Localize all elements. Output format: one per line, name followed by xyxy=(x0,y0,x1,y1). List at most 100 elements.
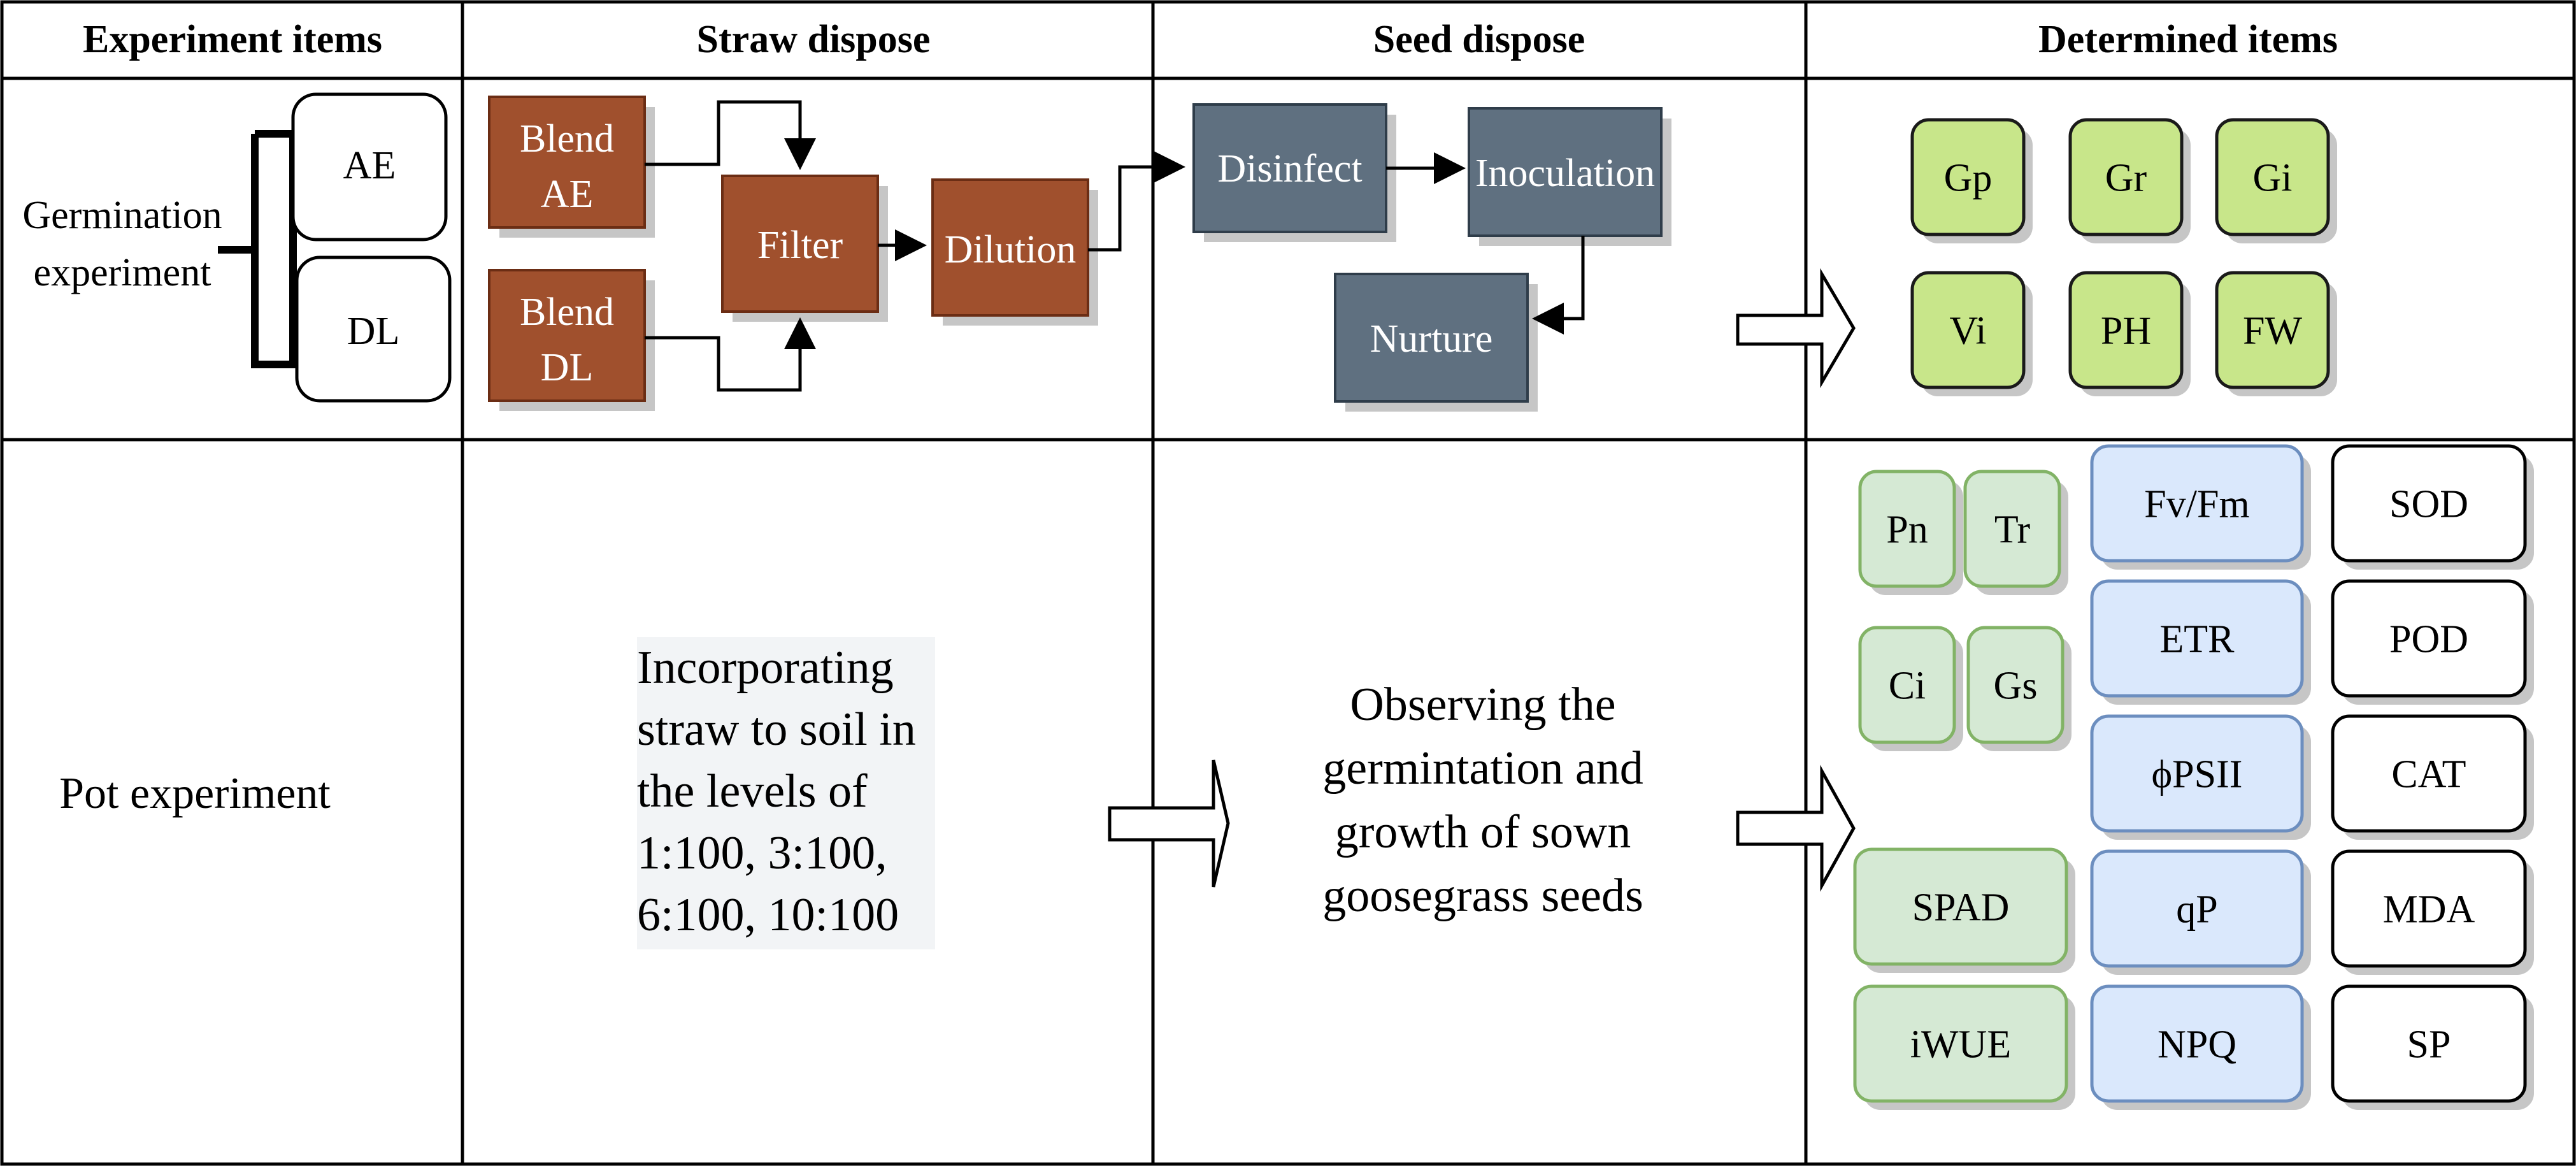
filter-label: Filter xyxy=(757,224,843,267)
germination-item-fw: FW xyxy=(2215,271,2337,396)
germination-results-arrow xyxy=(1736,268,1856,389)
pot-experiment-label: Pot experiment xyxy=(59,769,331,818)
header-straw-dispose: Straw dispose xyxy=(697,18,931,61)
seed-flow-arrows xyxy=(1386,152,1585,335)
item-label: Gp xyxy=(1944,157,1993,200)
item-label: Gs xyxy=(1994,665,2038,708)
blend-dl-line1: Blend xyxy=(520,291,614,334)
item-box xyxy=(2090,849,2304,968)
gas-exchange-item-gs: Gs xyxy=(1966,626,2072,751)
blend-ae-line1: Blend xyxy=(520,117,614,161)
gas-exchange-item-ci: Ci xyxy=(1858,626,1963,751)
header-seed-dispose: Seed dispose xyxy=(1373,18,1585,61)
germination-experiment-cell: Germination experiment AE DL xyxy=(22,92,452,403)
item-box xyxy=(2331,714,2527,833)
seed-text-line: growth of sown xyxy=(1335,806,1631,858)
straw-text-line: straw to soil in xyxy=(637,703,916,756)
straw-text-line: 1:100, 3:100, xyxy=(637,827,887,879)
item-label: Ci xyxy=(1889,665,1926,708)
gas-exchange-item-pn: Pn xyxy=(1858,470,1963,595)
germination-item-gp: Gp xyxy=(1910,118,2033,243)
item-label: Tr xyxy=(1994,508,2031,552)
item-box xyxy=(2090,579,2304,698)
item-box xyxy=(2331,984,2527,1103)
enzyme-item-mda: MDA xyxy=(2331,849,2534,975)
item-label: SP xyxy=(2407,1023,2451,1067)
fluorescence-item-etr: ETR xyxy=(2090,579,2311,705)
pot-seed-text: Observing the germintation and growth of s… xyxy=(1322,679,1643,922)
item-box xyxy=(1858,626,1956,744)
straw-dispose-flow: Blend AE Blend DL Filter Dilution xyxy=(488,96,1185,411)
enzyme-item-sp: SP xyxy=(2331,984,2534,1110)
green-item-spad: SPAD xyxy=(1853,847,2075,973)
header-row: Experiment items Straw dispose Seed disp… xyxy=(83,18,2338,61)
blend-dl-line2: DL xyxy=(541,346,594,389)
item-label: qP xyxy=(2176,888,2217,932)
germination-label-line2: experiment xyxy=(34,251,211,294)
item-label: NPQ xyxy=(2157,1023,2236,1067)
seed-text-line: germintation and xyxy=(1322,742,1643,795)
blend-dl-box xyxy=(488,269,646,402)
item-label: Fv/Fm xyxy=(2144,483,2249,526)
fluorescence-item-qp: qP xyxy=(2090,849,2311,975)
extract-ae-label: AE xyxy=(343,144,396,187)
item-label: Pn xyxy=(1886,508,1928,552)
disinfect-label: Disinfect xyxy=(1217,147,1362,191)
item-box xyxy=(2090,714,2304,833)
dilution-box xyxy=(931,178,1089,317)
extract-dl-box xyxy=(295,256,452,403)
item-box xyxy=(1910,118,2026,236)
item-box xyxy=(2090,984,2304,1103)
item-label: POD xyxy=(2389,618,2468,661)
item-box xyxy=(2331,849,2527,968)
seed-text-line: Observing the xyxy=(1350,679,1615,731)
dilution-label: Dilution xyxy=(945,228,1077,271)
item-box xyxy=(2068,271,2184,389)
header-experiment-items: Experiment items xyxy=(83,18,382,61)
inoculation-box xyxy=(1468,107,1663,237)
germination-item-ph: PH xyxy=(2068,271,2191,396)
nurture-label: Nurture xyxy=(1370,317,1493,361)
pot-straw-to-seed-arrow xyxy=(1108,759,1230,888)
enzyme-item-cat: CAT xyxy=(2331,714,2534,840)
extract-dl-label: DL xyxy=(347,310,400,353)
item-label: SOD xyxy=(2389,483,2468,526)
inoculation-label: Inoculation xyxy=(1475,152,1655,195)
enzyme-item-pod: POD xyxy=(2331,579,2534,705)
straw-flow-arrows xyxy=(645,100,1185,392)
item-label: ϕPSII xyxy=(2152,753,2243,796)
green-item-iwue: iWUE xyxy=(1853,984,2075,1110)
header-determined-items: Determined items xyxy=(2038,18,2338,61)
item-label: CAT xyxy=(2391,753,2466,796)
fluorescence-item-psii: ϕPSII xyxy=(2090,714,2311,840)
germination-label-line1: Germination xyxy=(22,194,222,237)
item-box xyxy=(1853,847,2068,966)
item-box xyxy=(2331,579,2527,698)
item-box xyxy=(1966,626,2064,744)
blend-ae-line2: AE xyxy=(541,173,594,216)
blend-ae-box xyxy=(488,96,646,229)
straw-text-highlight xyxy=(637,637,935,949)
grouping-bracket xyxy=(218,130,297,368)
item-label: MDA xyxy=(2383,888,2475,932)
item-label: iWUE xyxy=(1910,1023,2011,1067)
straw-text-line: the levels of xyxy=(637,765,868,817)
item-box xyxy=(1853,984,2068,1103)
nurture-box xyxy=(1334,273,1529,403)
extract-ae-box xyxy=(291,92,448,241)
item-label: FW xyxy=(2243,310,2302,353)
item-box xyxy=(2331,444,2527,563)
seed-text-line: goosegrass seeds xyxy=(1322,870,1643,922)
item-box xyxy=(1963,470,2061,588)
item-label: Vi xyxy=(1949,310,1986,353)
seed-dispose-flow: Disinfect Inoculation Nurture xyxy=(1192,103,1671,412)
item-box xyxy=(1858,470,1956,588)
germination-item-gr: Gr xyxy=(2068,118,2191,243)
fluorescence-item-npq: NPQ xyxy=(2090,984,2311,1110)
item-label: ETR xyxy=(2159,618,2235,661)
straw-text-line: Incorporating xyxy=(637,642,894,694)
